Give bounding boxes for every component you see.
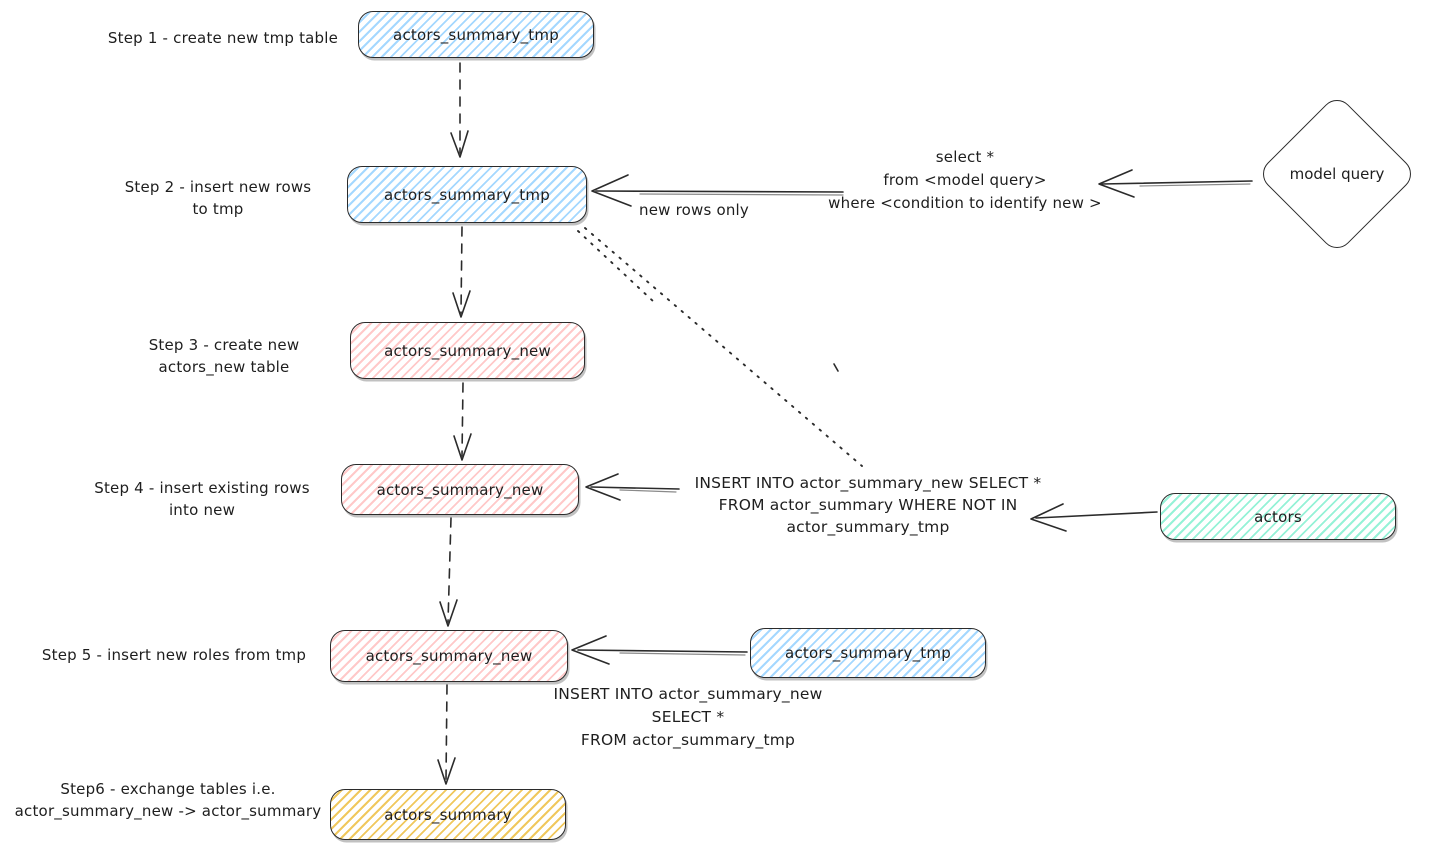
tmp-source-node[interactable]: actors_summary_tmp	[750, 628, 986, 678]
step4-node-label: actors_summary_new	[376, 480, 544, 499]
step1-label: Step 1 - create new tmp table	[107, 29, 339, 47]
arrow-tmp-source-to-step5	[571, 635, 748, 665]
step3-node-label: actors_summary_new	[384, 341, 551, 360]
insert-existing-query-annotation: INSERT INTO actor_summary_new SELECT * F…	[694, 474, 1042, 536]
step5-label: Step 5 - insert new roles from tmp	[41, 646, 307, 664]
step6-node[interactable]: actors_summary	[330, 789, 566, 840]
insert-from-tmp-query-annotation: INSERT INTO actor_summary_new SELECT * F…	[553, 685, 823, 749]
step2-node-label: actors_summary_tmp	[384, 185, 550, 204]
step2-label: Step 2 - insert new rows to tmp	[124, 178, 312, 218]
arrow-step3-to-step4	[453, 382, 472, 461]
arrow-step2-to-step3	[452, 226, 471, 318]
actors-source-node[interactable]: actors	[1160, 493, 1396, 540]
dotted-link-step2-to-insert-query	[577, 227, 863, 467]
arrow-step5-to-step6	[437, 684, 456, 785]
model-select-query-annotation: select * from <model query> where <condi…	[828, 148, 1102, 212]
model-query-label: model query	[1289, 165, 1385, 183]
step6-node-label: actors_summary	[384, 805, 512, 824]
step2-node[interactable]: actors_summary_tmp	[347, 166, 587, 223]
step3-node[interactable]: actors_summary_new	[350, 322, 585, 379]
arrow-step4-to-step5	[439, 517, 458, 627]
model-query-node[interactable]: model query	[1256, 93, 1418, 255]
step6-label: Step6 - exchange tables i.e. actor_summa…	[14, 780, 322, 820]
new-rows-only-label: new rows only	[639, 201, 749, 219]
step5-node-label: actors_summary_new	[365, 647, 533, 665]
actors-source-node-label: actors	[1254, 507, 1302, 526]
tmp-source-node-label: actors_summary_tmp	[785, 644, 951, 662]
stray-mark	[833, 363, 839, 372]
step1-node-label: actors_summary_tmp	[393, 25, 559, 44]
arrow-step1-to-step2	[450, 62, 469, 158]
step3-label: Step 3 - create new actors_new table	[148, 336, 300, 376]
step4-label: Step 4 - insert existing rows into new	[94, 479, 310, 519]
step5-node[interactable]: actors_summary_new	[330, 630, 568, 682]
step1-node[interactable]: actors_summary_tmp	[358, 11, 594, 58]
arrow-insert-query-to-step4	[585, 473, 680, 501]
step4-node[interactable]: actors_summary_new	[341, 464, 579, 515]
arrow-model-query-to-select	[1098, 169, 1253, 198]
